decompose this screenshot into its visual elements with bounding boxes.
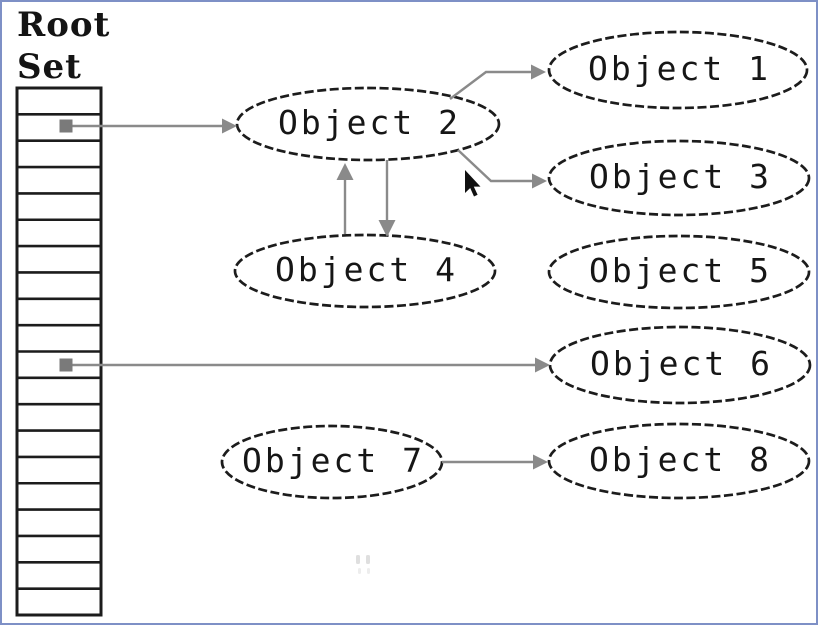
mouse-cursor-icon: [463, 168, 482, 198]
root-set-label-line1: Root: [17, 5, 111, 45]
object2-to-object3-line: [457, 149, 532, 183]
root-pointer-marker-cell-11: [59, 358, 73, 372]
object-8-ellipse: [547, 422, 811, 500]
root-pointer-marker-cell-2: [59, 119, 73, 133]
object-7-ellipse: [220, 424, 444, 500]
object-3-ellipse: [547, 139, 811, 217]
object-2-ellipse: [235, 86, 501, 162]
object2-to-object3-arrowhead: [532, 173, 547, 189]
object-1-ellipse: [547, 30, 809, 110]
root-cell2-to-object2-arrowhead: [222, 118, 237, 134]
root-set-label-line2: Set: [17, 47, 82, 87]
root-cell11-to-object6-arrowhead: [535, 357, 550, 373]
faint-artifact: [358, 568, 361, 574]
object-4-ellipse: [233, 233, 497, 309]
object-6-ellipse: [548, 325, 812, 405]
object4-to-object2-arrowhead: [336, 163, 354, 180]
faint-artifact: [367, 568, 370, 574]
object2-to-object1-arrowhead: [531, 64, 546, 80]
object7-to-object8-arrowhead: [533, 454, 548, 470]
faint-artifact: [356, 555, 360, 564]
object-5-ellipse: [547, 234, 811, 310]
object2-to-object1-line: [449, 70, 531, 100]
object2-to-object4-arrowhead: [378, 220, 396, 237]
faint-artifact: [366, 555, 370, 564]
